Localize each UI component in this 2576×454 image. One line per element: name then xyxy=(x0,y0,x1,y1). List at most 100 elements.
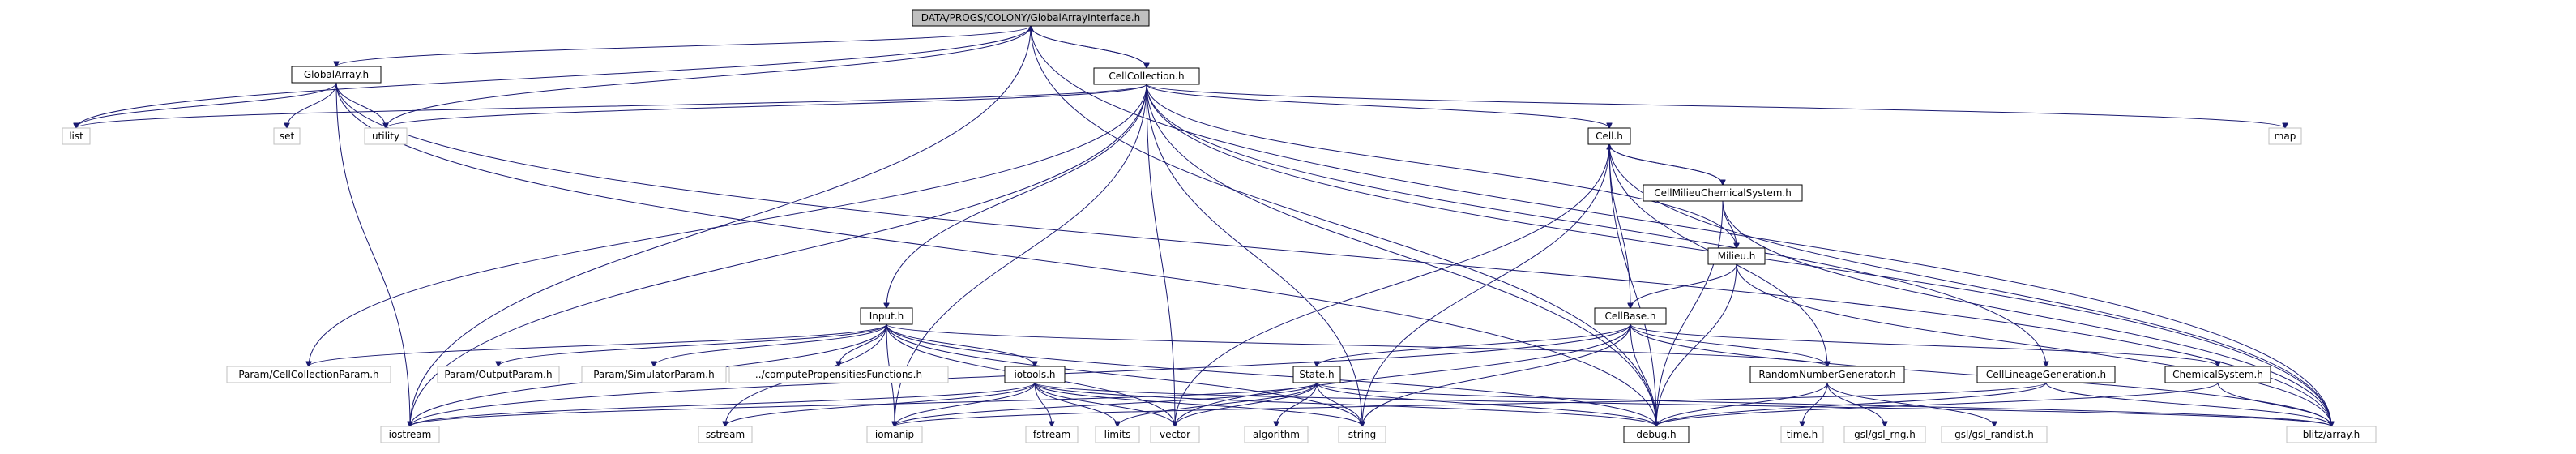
edge-clg-to-debug xyxy=(1656,382,2047,426)
node-box xyxy=(1594,307,1667,325)
node-label: Param/SimulatorParam.h xyxy=(593,369,714,380)
edge-globalarray-to-blitz xyxy=(335,82,2331,426)
edge-cellbase-to-state xyxy=(1317,323,1631,366)
node-iotools[interactable]: iotools.h xyxy=(1004,366,1066,383)
node-box xyxy=(860,307,913,325)
node-label: set xyxy=(280,131,295,142)
node-box xyxy=(2268,127,2302,145)
node-box xyxy=(1095,426,1140,443)
edge-state-to-string xyxy=(1316,382,1362,426)
node-gslrandist: gsl/gsl_randist.h xyxy=(1941,426,2048,443)
edge-cellcollection-to-iomanip xyxy=(895,84,1147,426)
node-label: list xyxy=(69,131,83,142)
node-box xyxy=(1338,426,1386,443)
node-box xyxy=(1623,426,1690,443)
edge-globalarray-to-utility xyxy=(335,82,386,128)
node-label: iomanip xyxy=(875,429,914,440)
node-iomanip: iomanip xyxy=(866,426,923,443)
node-label: gsl/gsl_rng.h xyxy=(1854,429,1916,440)
edge-input-to-pop xyxy=(498,323,887,366)
edge-iotools-to-iomanip xyxy=(895,382,1036,426)
node-label: blitz/array.h xyxy=(2303,429,2360,440)
node-list: list xyxy=(62,127,91,145)
edge-input-to-iotools xyxy=(886,323,1035,366)
node-label: map xyxy=(2275,131,2296,142)
edge-globalarray-to-iostream xyxy=(335,82,410,426)
edge-root-to-debug xyxy=(1030,25,1656,426)
dependency-nodes: DATA/PROGS/COLONY/GlobalArrayInterface.h… xyxy=(62,9,2377,443)
edge-state-to-algorithm xyxy=(1276,382,1318,426)
edge-cellcollection-to-debug xyxy=(1146,84,1656,426)
edge-input-to-pccp xyxy=(309,323,887,366)
node-clg[interactable]: CellLineageGeneration.h xyxy=(1976,366,2116,383)
node-box xyxy=(62,127,91,145)
node-pccp: Param/CellCollectionParam.h xyxy=(226,366,391,383)
edge-root-to-blitz xyxy=(1030,25,2331,426)
node-cellbase[interactable]: CellBase.h xyxy=(1594,307,1667,325)
edge-iotools-to-string xyxy=(1034,382,1362,426)
edge-cellbase-to-vector xyxy=(1175,323,1631,426)
node-box xyxy=(1749,366,1905,383)
node-chem[interactable]: ChemicalSystem.h xyxy=(2164,366,2271,383)
node-label: Milieu.h xyxy=(1718,251,1756,262)
node-label: iotools.h xyxy=(1014,369,1055,380)
node-label: CellCollection.h xyxy=(1109,71,1184,82)
node-label: Param/CellCollectionParam.h xyxy=(238,369,378,380)
edge-milieu-to-cellbase xyxy=(1630,263,1737,308)
node-label: limits xyxy=(1104,429,1131,440)
node-cellcollection[interactable]: CellCollection.h xyxy=(1093,67,1200,85)
edge-cell-to-debug xyxy=(1608,143,1656,426)
edge-root-to-utility xyxy=(386,25,1032,128)
node-globalarray[interactable]: GlobalArray.h xyxy=(291,66,382,84)
node-milieu[interactable]: Milieu.h xyxy=(1707,247,1766,265)
node-box xyxy=(866,426,923,443)
edge-state-to-iomanip xyxy=(895,382,1318,426)
node-sstream: sstream xyxy=(698,426,753,443)
node-box xyxy=(2164,366,2271,383)
node-fstream: fstream xyxy=(1025,426,1079,443)
node-time: time.h xyxy=(1780,426,1824,443)
edge-cellbase-to-rng xyxy=(1630,323,1827,366)
edge-cellcollection-to-pccp xyxy=(309,84,1147,366)
edge-cell-to-vector xyxy=(1175,143,1610,426)
edge-cmcs-to-blitz xyxy=(1722,200,2331,426)
node-label: sstream xyxy=(706,429,745,440)
edge-clg-to-blitz xyxy=(2045,382,2331,426)
node-blitz: blitz/array.h xyxy=(2286,426,2377,443)
node-debug[interactable]: debug.h xyxy=(1623,426,1690,443)
node-state[interactable]: State.h xyxy=(1292,366,1341,383)
edge-rng-to-gslrandist xyxy=(1826,382,1994,426)
edge-cellcollection-to-clg xyxy=(1146,84,2046,366)
edge-cell-to-string xyxy=(1362,143,1610,426)
node-label: CellBase.h xyxy=(1604,311,1655,322)
node-box xyxy=(364,127,408,145)
edge-input-to-cpf xyxy=(839,323,887,366)
node-label: RandomNumberGenerator.h xyxy=(1758,369,1895,380)
node-label: ChemicalSystem.h xyxy=(2172,369,2263,380)
node-vector: vector xyxy=(1150,426,1200,443)
node-set: set xyxy=(273,127,301,145)
edge-cellbase-to-debug xyxy=(1630,323,1656,426)
node-cmcs[interactable]: CellMilieuChemicalSystem.h xyxy=(1643,184,1803,202)
node-box xyxy=(1004,366,1066,383)
node-box xyxy=(1843,426,1926,443)
edge-state-to-limits xyxy=(1117,382,1318,426)
edge-iotools-to-blitz xyxy=(1034,382,2331,426)
node-input[interactable]: Input.h xyxy=(860,307,913,325)
node-root[interactable]: DATA/PROGS/COLONY/GlobalArrayInterface.h xyxy=(912,9,1150,27)
edge-cellcollection-to-cell xyxy=(1146,84,1609,128)
node-box xyxy=(1643,184,1803,202)
node-box xyxy=(1587,127,1631,145)
node-box xyxy=(273,127,301,145)
edge-chem-to-blitz xyxy=(2217,382,2331,426)
node-label: debug.h xyxy=(1636,429,1676,440)
node-cell[interactable]: Cell.h xyxy=(1587,127,1631,145)
node-label: Cell.h xyxy=(1596,131,1623,142)
edge-input-to-psp xyxy=(654,323,887,366)
node-rng[interactable]: RandomNumberGenerator.h xyxy=(1749,366,1905,383)
node-label: iostream xyxy=(389,429,432,440)
edge-cellcollection-to-list xyxy=(76,84,1147,128)
node-string: string xyxy=(1338,426,1386,443)
edge-milieu-to-debug xyxy=(1656,263,1737,426)
